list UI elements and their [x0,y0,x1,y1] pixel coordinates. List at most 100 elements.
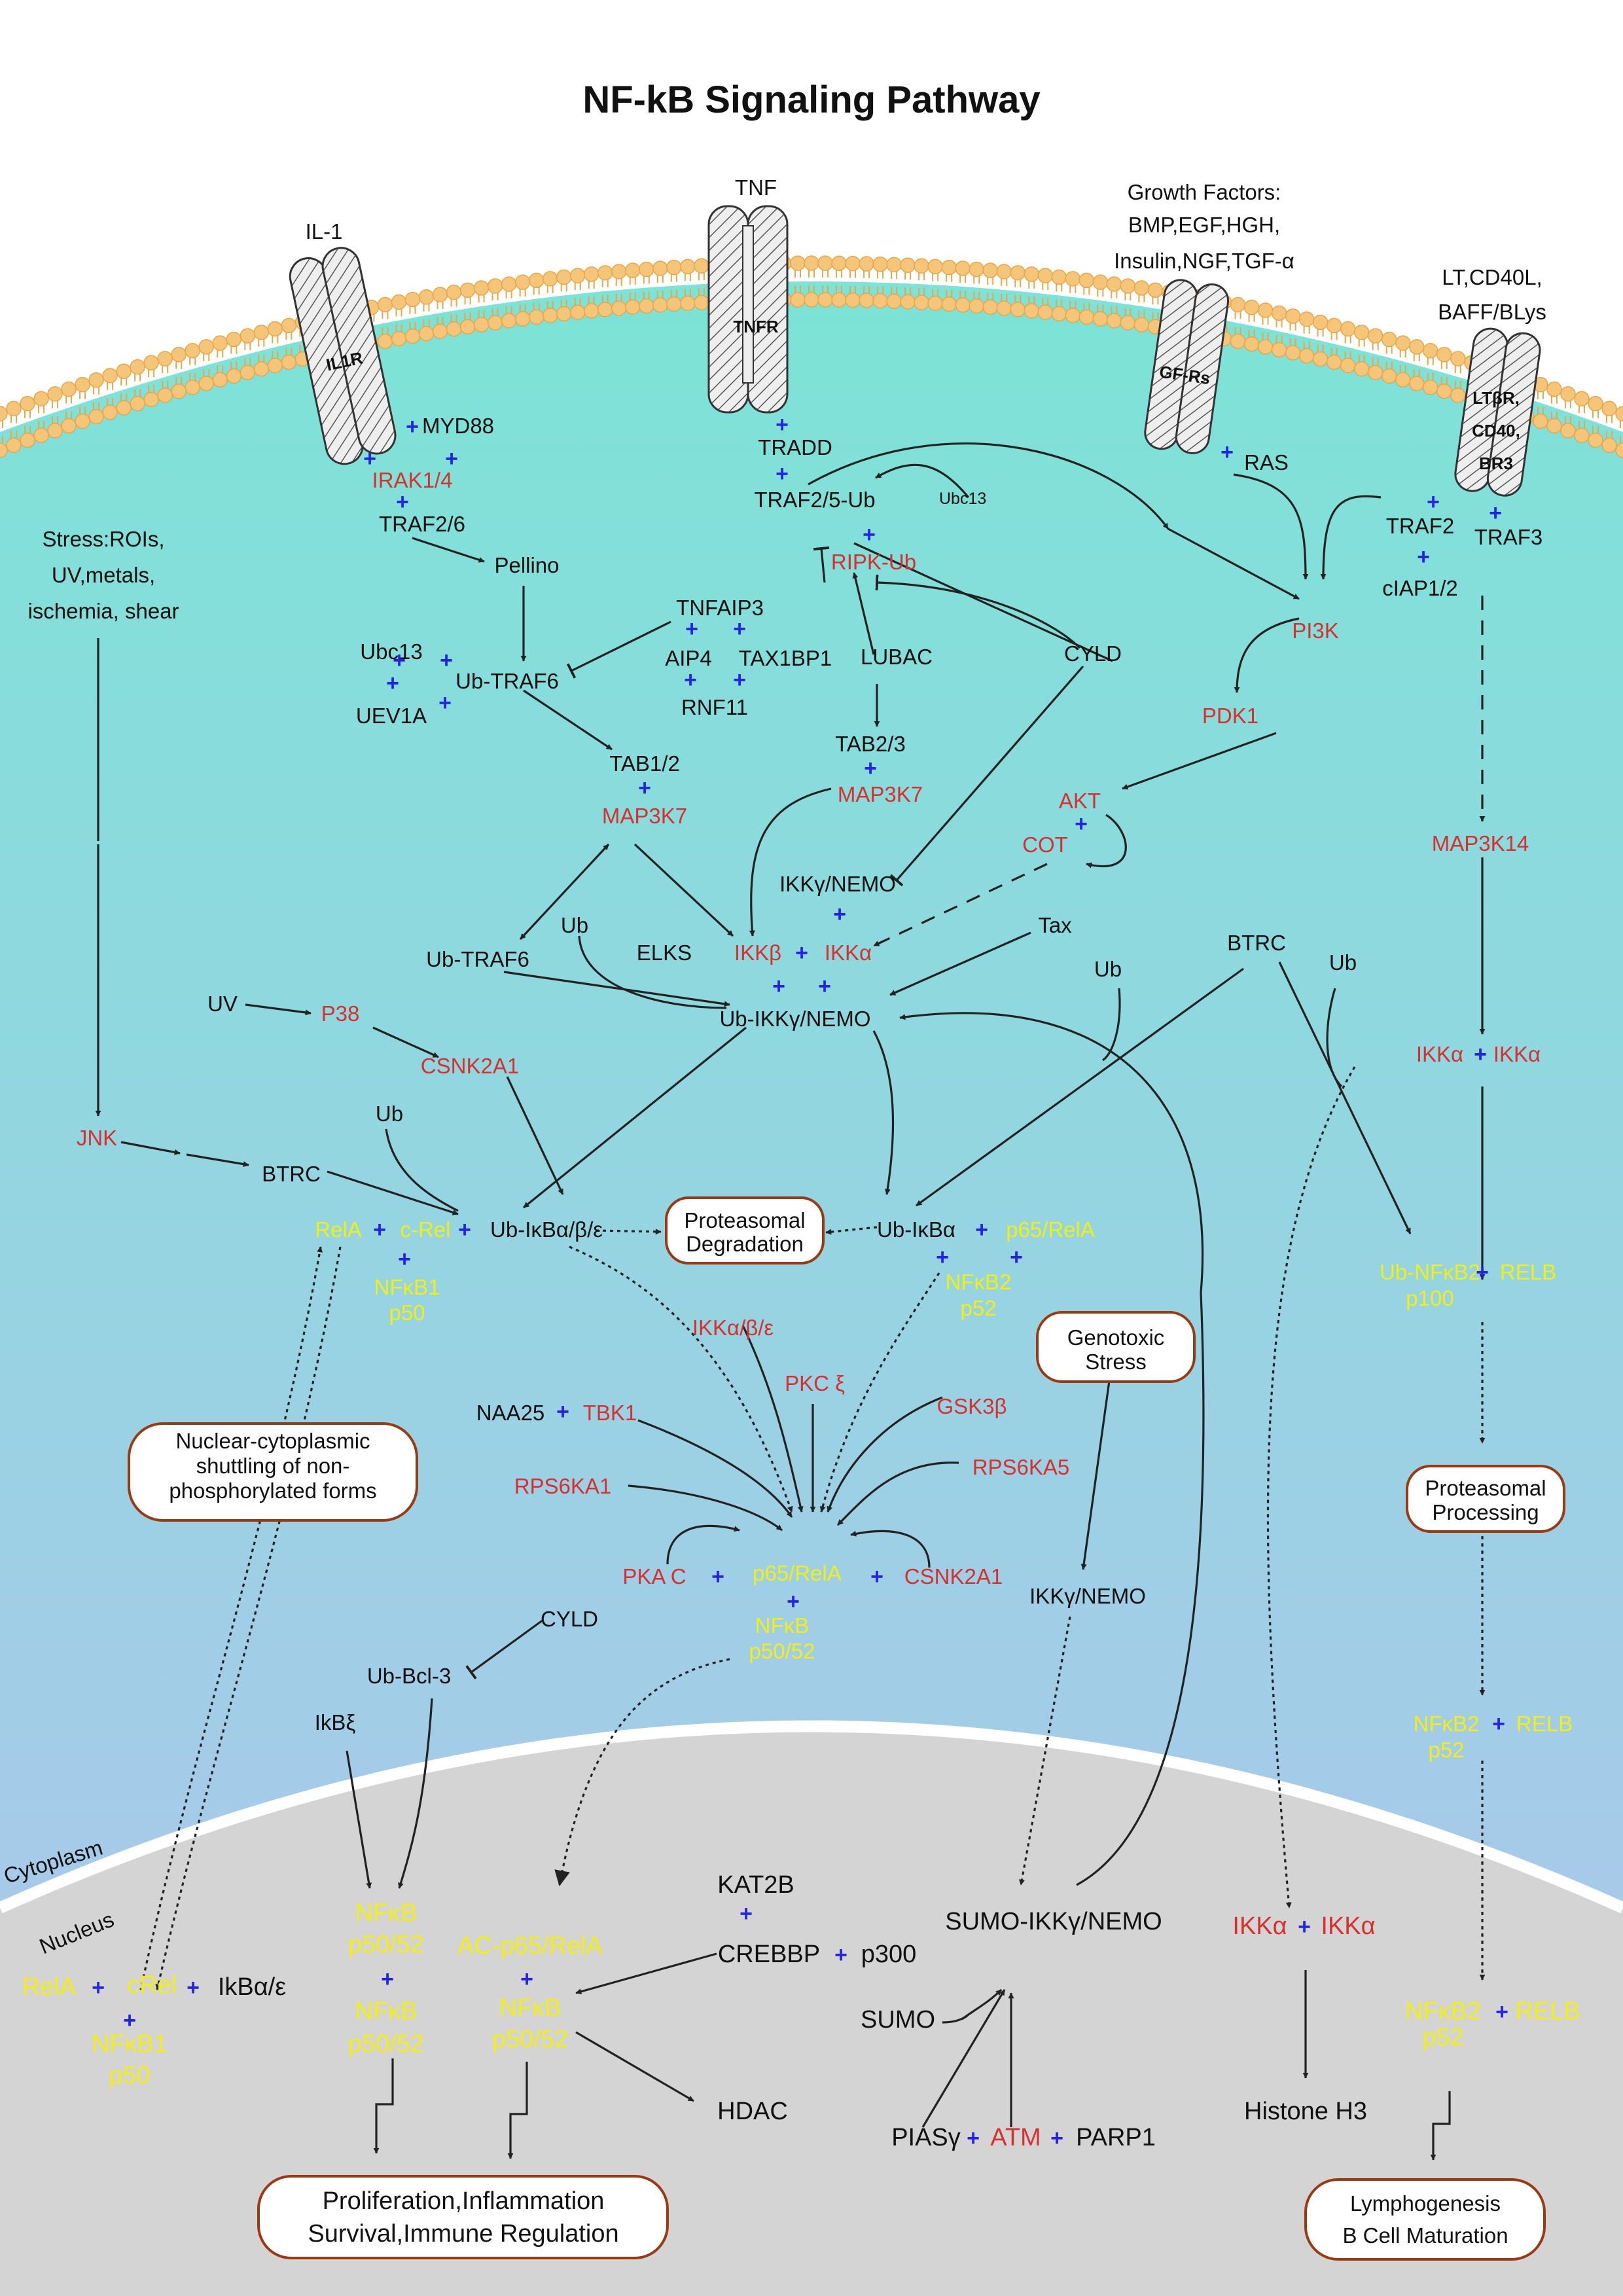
lipid-head-inner [1367,365,1383,380]
plus-icon: + [1075,812,1088,836]
shuttling-line2: shuttling of non- [196,1454,350,1478]
shuttling-line3: phosphorylated forms [169,1479,376,1503]
lipid-head-inner [1120,315,1136,331]
lipid-head-outer [377,296,393,313]
lipid-head-outer [88,372,104,388]
plus-icon: + [393,648,406,673]
lipid-head-outer [1051,269,1067,285]
ligand-lt-1: LT,CD40L, [1442,265,1542,289]
node-btrc1: BTRC [262,1162,321,1186]
lipid-head-inner [804,292,819,308]
lipid-head-inner [941,296,957,312]
node-ub2: Ub [376,1102,403,1126]
node-sumo: SUMO [861,2006,935,2034]
node-acp65: AC-p65/RelA [457,1932,603,1960]
lipid-head-outer [886,257,902,273]
lipid-head-outer [611,264,627,279]
lipid-head-outer [1024,266,1040,282]
node-ubtraf6: Ub-TRAF6 [455,669,559,693]
lipid-head-outer [1560,386,1576,402]
node-irak: IRAK1/4 [372,468,453,492]
lipid-head-outer [872,256,888,272]
node-ubikkg: Ub-IKKγ/NEMO [719,1007,870,1031]
plus-icon: + [396,490,409,514]
lipid-head-outer [528,272,544,289]
node-kat2b: KAT2B [717,1871,794,1899]
ligand-gf-3: Insulin,NGF,TGF-α [1114,249,1294,273]
node-ub1: Ub [561,913,588,937]
lipid-head-inner [1133,317,1150,332]
proteasomal-degradation-box: Proteasomal Degradation [665,1196,825,1265]
node-p300: p300 [861,1941,917,1968]
node-uev1a: UEV1A [356,704,427,728]
ltbr-receptor [1454,327,1541,497]
node-parp1: PARP1 [1076,2124,1156,2151]
node-ub3: Ub [1094,957,1122,981]
shuttling-line1: Nuclear-cytoplasmic [175,1429,370,1453]
node-myd88: MYD88 [422,414,494,438]
lipid-head-outer [1257,302,1274,318]
lipid-head-inner [542,308,558,323]
node-stress-2: UV,metals, [52,563,155,587]
node-ikka-n1: IKKα [1232,1912,1287,1940]
lipid-head-outer [281,317,297,334]
lipid-head-inner [1533,413,1548,429]
tnfr-receptor: TNFR [707,205,789,414]
lipid-head-outer [625,262,641,278]
node-ubc13a: Ubc13 [939,490,986,508]
lipid-head-inner [914,295,929,310]
node-nfkb2a: NFκB2 [946,1270,1012,1294]
node-rps6ka5: RPS6KA5 [972,1455,1070,1479]
lipid-head-inner [143,391,159,407]
node-tbk1: TBK1 [583,1401,637,1425]
kinase-labels: IRAK1/4 RIPK-Ub MAP3K7 MAP3K7 PI3K PDK1 … [77,468,1541,2151]
lipid-head-inner [240,365,256,380]
node-p52a: p52 [960,1296,996,1320]
node-pkcxi: PKC ξ [785,1371,845,1395]
ligand-lt-2: BAFF/BLys [1438,300,1546,324]
genotoxic-stress-line2: Stress [1085,1350,1147,1374]
node-tnfaip3: TNFAIP3 [676,596,764,620]
lipid-head-inner [1271,342,1287,358]
lipid-head-outer [652,260,668,276]
node-ciap: cIAP1/2 [1382,576,1458,600]
lipid-head-inner [1408,376,1425,391]
lipid-head-outer [1615,406,1623,422]
lipid-head-inner [886,293,902,310]
lipid-head-outer [1423,343,1438,359]
lipid-head-inner [1298,348,1315,364]
lipid-head-outer [418,289,435,305]
lipid-head-outer [1353,324,1370,340]
node-csnk2a1b: CSNK2A1 [904,1564,1003,1588]
lipid-head-inner [1106,313,1122,329]
plus-icon: + [440,648,453,673]
lipid-head-inner [432,323,448,339]
node-traf3: TRAF3 [1474,525,1543,549]
plus-icon: + [1495,2000,1508,2024]
proteasomal-processing-box: Proteasomal Processing [1406,1465,1565,1533]
node-crel-n: cRel [127,1971,177,1999]
lipid-head-inner [1423,380,1438,395]
proteasomal-processing-line1: Proteasomal [1425,1476,1546,1500]
ligand-gf-1: Growth Factors: [1128,180,1281,204]
plus-icon: + [870,1564,883,1589]
il1r-receptor: IL1R [289,247,397,465]
lipid-head-outer [75,376,90,393]
lipid-head-inner [391,331,407,347]
plus-icon: + [1417,545,1430,569]
lipid-head-outer [143,355,159,370]
node-elks: ELKS [637,941,692,965]
plus-icon: + [638,776,651,800]
lipid-head-outer [1120,278,1136,294]
lipid-head-inner [583,303,599,319]
lipid-head-inner [418,326,435,342]
lipid-head-outer [267,321,283,337]
plus-icon: + [1476,1260,1489,1285]
lipid-head-outer [1285,308,1301,324]
node-p52b: p52 [1428,1738,1464,1762]
plus-icon: + [1492,1712,1505,1736]
lipid-head-inner [872,293,888,309]
nuclear-envelope [0,1720,1623,1914]
lipid-head-inner [528,309,544,325]
node-p65rela2: p65/RelA [753,1561,842,1585]
